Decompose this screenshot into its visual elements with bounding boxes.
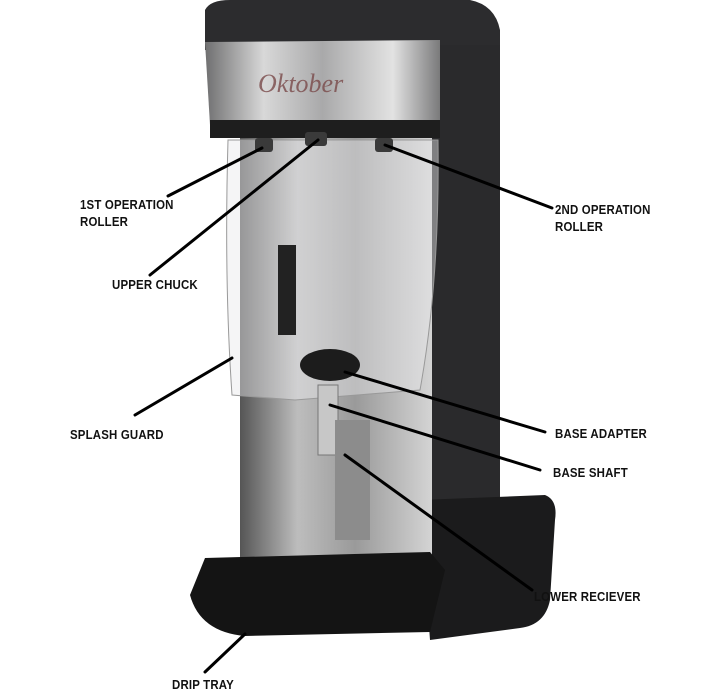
label-first-operation-roller: 1ST OPERATION ROLLER — [80, 196, 174, 230]
label-base-adapter: BASE ADAPTER — [555, 426, 647, 441]
label-line: 2ND OPERATION — [555, 202, 651, 217]
base-plate — [420, 495, 556, 640]
label-line: ROLLER — [555, 219, 604, 234]
machine-body — [205, 0, 500, 520]
leader-lines — [133, 138, 554, 674]
label-lower-receiver: LOWER RECIEVER — [534, 589, 641, 604]
top-panel: Oktober — [205, 40, 440, 138]
drip-tray-shape — [190, 552, 445, 636]
logo-text: Oktober — [258, 69, 344, 98]
label-upper-chuck: UPPER CHUCK — [112, 277, 198, 292]
label-line: 1ST OPERATION — [80, 197, 174, 212]
label-second-operation-roller: 2ND OPERATION ROLLER — [555, 201, 651, 235]
label-drip-tray: DRIP TRAY — [172, 677, 234, 692]
base-adapter — [300, 349, 360, 381]
label-splash-guard: SPLASH GUARD — [70, 427, 164, 442]
label-line: ROLLER — [80, 214, 129, 229]
lower-receiver — [335, 420, 370, 540]
label-base-shaft: BASE SHAFT — [553, 465, 628, 480]
